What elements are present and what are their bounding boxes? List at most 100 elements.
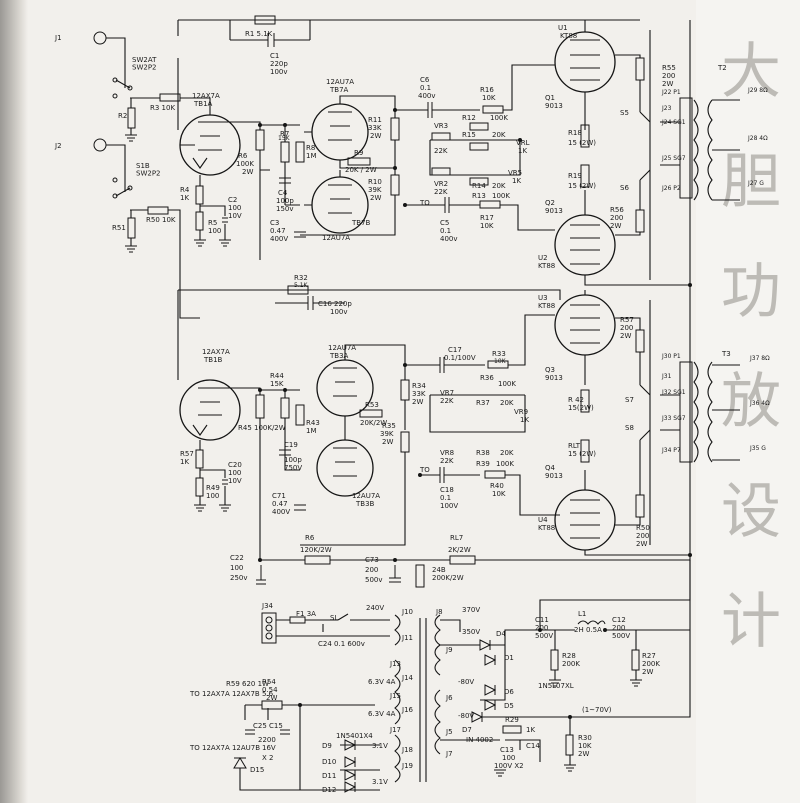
svg-text:2W: 2W <box>370 194 381 202</box>
tap-3v1-b: 3.1V <box>372 778 388 786</box>
svg-text:R49: R49 <box>206 484 220 492</box>
tube-tb7b-ref: TB7B <box>351 219 371 227</box>
svg-text:VR9: VR9 <box>514 408 528 416</box>
tap-6v3-b: 6.3V 4A <box>368 710 396 718</box>
svg-text:200K: 200K <box>642 660 660 668</box>
svg-text:Q4: Q4 <box>545 464 556 472</box>
svg-text:RLT: RLT <box>568 442 581 450</box>
svg-text:250v: 250v <box>230 574 248 582</box>
svg-text:20K: 20K <box>492 182 506 190</box>
svg-text:1K: 1K <box>180 458 189 466</box>
tap-240v: 240V <box>366 604 384 612</box>
resistor-r32 <box>287 285 309 295</box>
tube-tb1b <box>179 379 241 441</box>
svg-text:120K/2W: 120K/2W <box>300 546 332 554</box>
svg-text:0.47: 0.47 <box>270 227 286 235</box>
svg-text:D15: D15 <box>250 766 264 774</box>
svg-text:C18: C18 <box>440 486 454 494</box>
svg-text:5.1K: 5.1K <box>294 282 309 289</box>
svg-text:R39: R39 <box>476 460 490 468</box>
resistor-r56 <box>635 209 645 233</box>
svg-text:R 42: R 42 <box>568 396 584 404</box>
resistor-r9 <box>347 157 371 166</box>
svg-text:15K: 15K <box>278 135 291 142</box>
svg-text:500V: 500V <box>612 632 630 640</box>
resistor-r43 <box>295 404 305 426</box>
svg-text:100K: 100K <box>496 460 514 468</box>
resistor-r30 <box>565 734 574 756</box>
resistor-r53 <box>359 409 383 418</box>
svg-text:100: 100 <box>228 469 241 477</box>
svg-text:R17: R17 <box>480 214 494 222</box>
tube-tb1b-ref: TB1B <box>203 356 223 364</box>
svg-text:R35: R35 <box>382 422 396 430</box>
tube-u3-ref: U3 <box>538 294 548 302</box>
svg-text:150v: 150v <box>276 205 294 213</box>
svg-text:R2: R2 <box>118 112 127 120</box>
svg-text:R10: R10 <box>368 178 382 186</box>
svg-text:1K: 1K <box>180 194 189 202</box>
svg-text:20K/2W: 20K/2W <box>360 419 387 427</box>
svg-text:10V: 10V <box>228 212 242 220</box>
svg-text:2W: 2W <box>370 132 381 140</box>
svg-text:0.1: 0.1 <box>420 84 431 92</box>
svg-text:0.1/100V: 0.1/100V <box>444 354 476 362</box>
t2-pin-g: J27 G <box>747 180 764 187</box>
resistor-r28 <box>550 649 559 671</box>
svg-text:750V: 750V <box>284 464 302 472</box>
svg-text:0.1: 0.1 <box>440 227 451 235</box>
resistor-rl7 <box>449 555 476 565</box>
svg-text:200: 200 <box>535 624 548 632</box>
transformer-t2-primary <box>679 97 693 199</box>
capacitor-c4 <box>279 177 291 184</box>
capacitor-c17 <box>439 357 445 373</box>
svg-text:100K: 100K <box>498 380 516 388</box>
svg-text:S7: S7 <box>625 396 634 404</box>
svg-text:200K/2W: 200K/2W <box>432 574 464 582</box>
svg-text:R44: R44 <box>270 372 284 380</box>
diode-d4 <box>479 639 492 651</box>
svg-text:R33: R33 <box>492 350 506 358</box>
svg-text:D9: D9 <box>322 742 332 750</box>
bias-range: (1~70V) <box>582 706 612 714</box>
svg-text:15(2W): 15(2W) <box>568 404 594 412</box>
svg-text:0.54: 0.54 <box>262 686 278 694</box>
diode-d11 <box>344 769 357 781</box>
resistor-r29 <box>502 725 522 734</box>
resistor-r49 <box>195 477 204 497</box>
tap-370v: 370V <box>462 606 480 614</box>
t3-pin-p7: J34 P7 <box>661 447 681 454</box>
svg-text:R6: R6 <box>238 152 248 160</box>
resistor-r19 <box>580 164 590 188</box>
svg-text:9013: 9013 <box>545 207 563 215</box>
svg-text:Q1: Q1 <box>545 94 555 102</box>
svg-text:D5: D5 <box>504 702 514 710</box>
diode-d9 <box>344 739 357 751</box>
resistor-r50b <box>635 494 645 518</box>
svg-text:R1 5.1K: R1 5.1K <box>245 30 273 38</box>
resistor-r4 <box>195 185 204 205</box>
resistor-r55 <box>635 57 645 81</box>
inductor-l1 <box>577 620 606 625</box>
svg-text:Q2: Q2 <box>545 199 555 207</box>
margin-char-3: 功 <box>721 257 781 327</box>
resistor-r6b <box>304 555 331 565</box>
svg-text:100V X2: 100V X2 <box>494 762 524 770</box>
svg-text:10K: 10K <box>480 222 494 230</box>
resistor-r57 <box>635 329 645 353</box>
svg-text:2200: 2200 <box>258 736 276 744</box>
margin-char-2: 胆 <box>721 147 781 217</box>
transformer-t3-primary <box>679 361 693 463</box>
svg-text:J11: J11 <box>401 634 413 642</box>
t3-pin-j31: J31 <box>661 373 672 380</box>
svg-text:J14: J14 <box>401 674 414 682</box>
resistor-r54 <box>261 700 283 710</box>
tube-u1-type: KT88 <box>560 32 577 40</box>
resistor-r5 <box>195 211 204 231</box>
mains-label: J34 <box>261 602 274 610</box>
t2-pin-sg1: J24 SG1 <box>661 119 686 126</box>
svg-text:R53: R53 <box>365 401 379 409</box>
